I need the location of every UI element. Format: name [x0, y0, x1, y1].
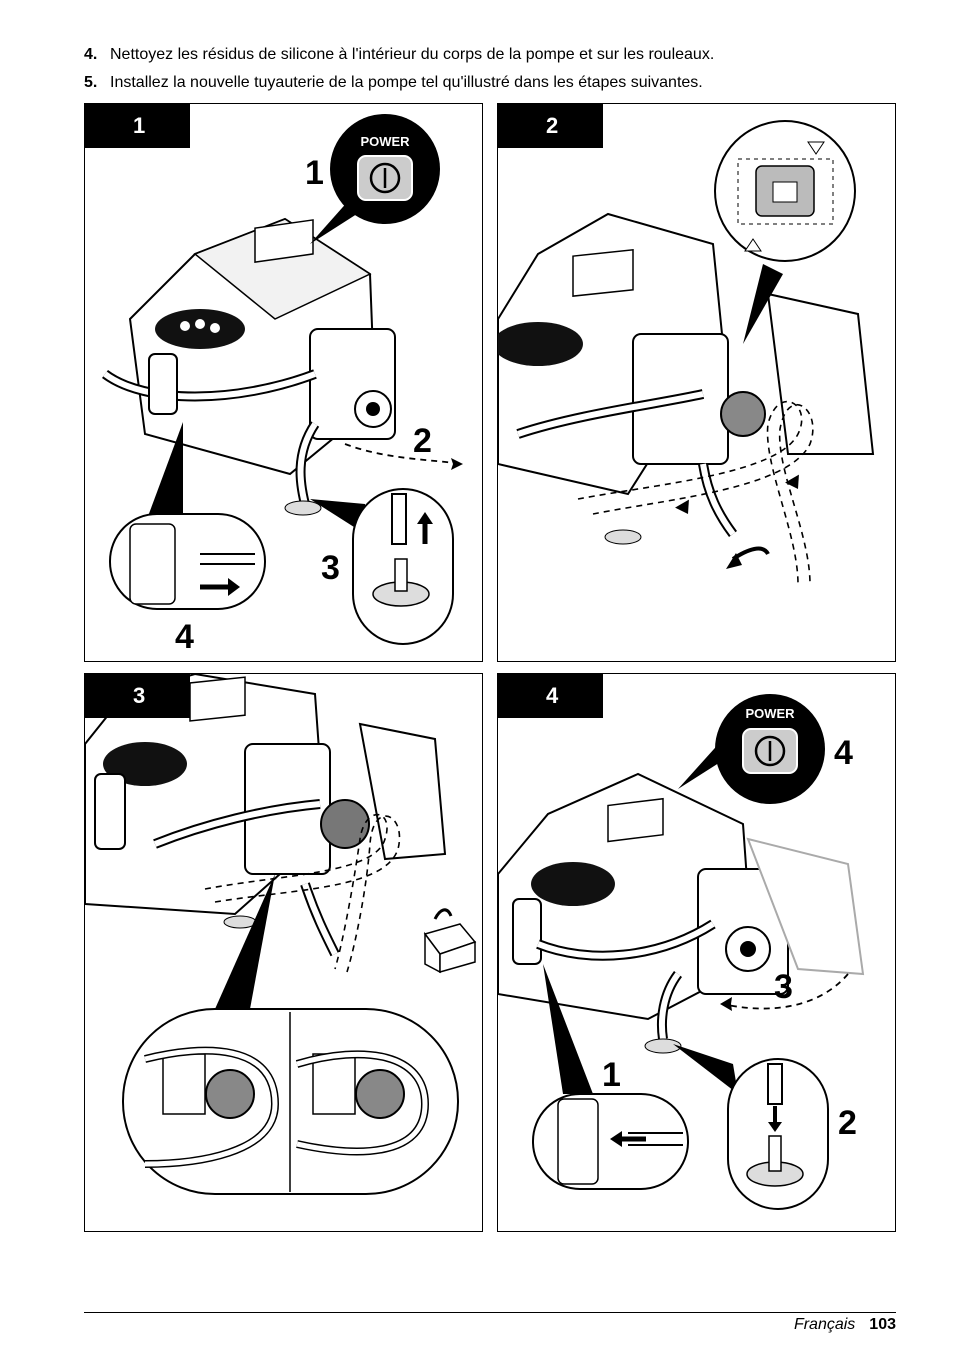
- page-number: 103: [869, 1316, 896, 1333]
- callout-number-2: 2: [413, 422, 432, 460]
- step-item-4: 4. Nettoyez les résidus de silicone à l'…: [84, 44, 904, 66]
- step-number: 4.: [84, 46, 98, 63]
- step-text: Installez la nouvelle tuyauterie de la p…: [110, 74, 703, 91]
- panel-tab: 4: [498, 674, 603, 718]
- callout-number-4: 4: [175, 618, 194, 656]
- illustration-panel-2: 2: [497, 103, 896, 662]
- step-text: Nettoyez les résidus de silicone à l'int…: [110, 46, 715, 63]
- callout-number-3: 3: [321, 549, 340, 587]
- illustration-panel-1: 1 POWER: [84, 103, 483, 662]
- step-number: 5.: [84, 74, 98, 91]
- power-label: POWER: [745, 706, 795, 721]
- callout-number-3: 3: [774, 968, 793, 1006]
- callout-number-1: 1: [305, 154, 324, 192]
- panel-tab: 2: [498, 104, 603, 148]
- pump-illustration: POWER: [102, 114, 464, 645]
- illustration-panel-3: 3: [84, 673, 483, 1232]
- footer-rule: [84, 1312, 896, 1313]
- instruction-steps: 4. Nettoyez les résidus de silicone à l'…: [84, 44, 904, 100]
- panel-tab: 3: [85, 674, 190, 718]
- callout-number-1: 1: [602, 1056, 621, 1094]
- pump-illustration: [85, 674, 477, 1195]
- callout-number-2: 2: [838, 1104, 857, 1142]
- power-label: POWER: [360, 134, 410, 149]
- callout-number-4: 4: [834, 734, 853, 772]
- footer-language: Français: [793, 1316, 856, 1333]
- pump-illustration: POWER: [498, 694, 865, 1210]
- page-footer: Français 103: [794, 1314, 896, 1336]
- step-item-5: 5. Installez la nouvelle tuyauterie de l…: [84, 72, 904, 94]
- illustration-panel-4: 4 POWER: [497, 673, 896, 1232]
- panel-tab: 1: [85, 104, 190, 148]
- pump-illustration: [498, 120, 875, 585]
